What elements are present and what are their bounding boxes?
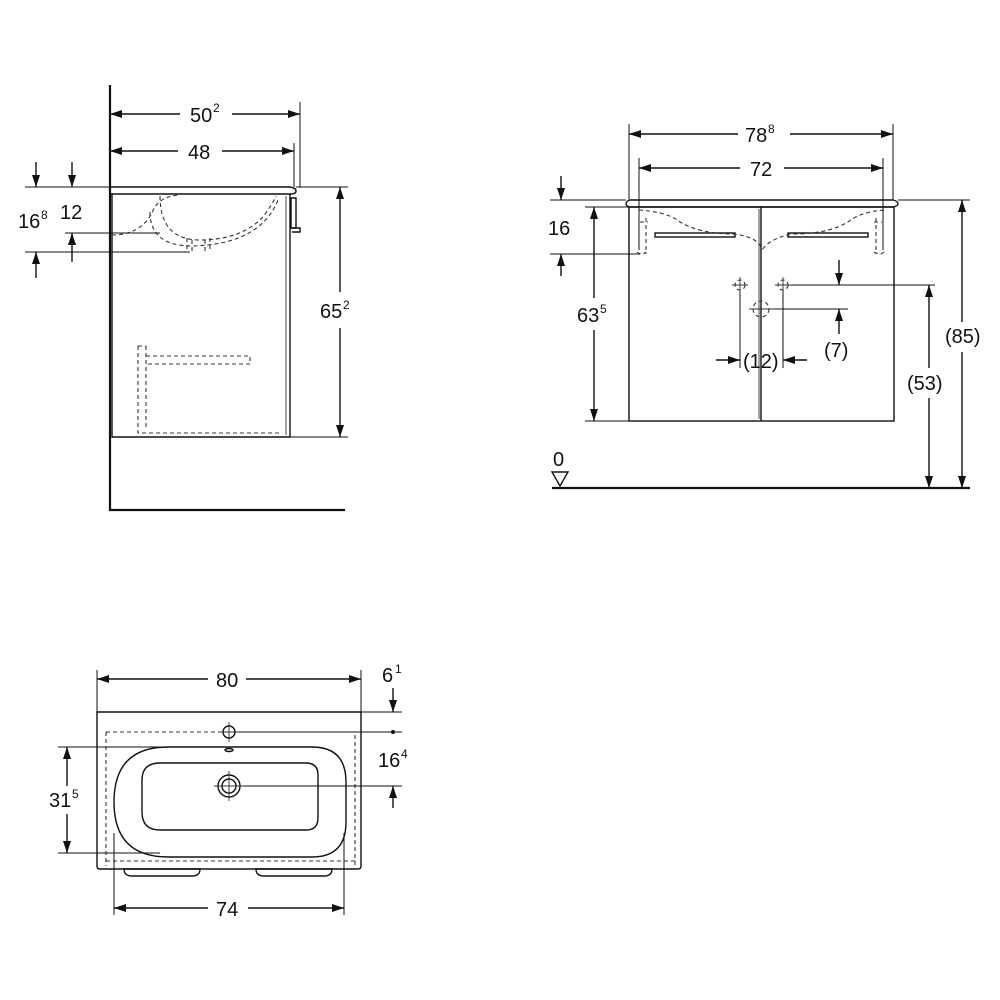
dim-front-height-sup: 5 <box>600 302 607 316</box>
dim-front-width-total-sup: 8 <box>768 122 775 136</box>
dim-side-height-sup: 2 <box>343 298 350 312</box>
floor-level-marker <box>550 471 570 488</box>
front-worktop <box>625 199 899 208</box>
front-handle-right <box>787 232 869 238</box>
dim-side-depth-a-sup: 8 <box>41 208 48 222</box>
side-worktop <box>110 186 297 195</box>
dim-top-tap-offset: 6 <box>382 665 393 687</box>
dim-side-depth-a: 16 <box>18 211 40 233</box>
dim-front-top-offset: 16 <box>548 218 570 240</box>
dim-front-drain-offset: (7) <box>824 340 848 362</box>
side-view: 50 2 48 16 8 12 65 2 <box>18 85 350 512</box>
top-handle-left <box>123 868 201 877</box>
top-basin-inner <box>141 762 319 831</box>
dim-top-drain-offset: 16 <box>378 750 400 772</box>
dim-front-width-inner: 72 <box>750 159 772 181</box>
wall-outline <box>108 85 345 512</box>
dim-top-basin-depth: 31 <box>49 790 71 812</box>
floor-level-label: 0 <box>553 449 564 471</box>
front-view: 0 78 8 72 <box>548 122 981 490</box>
dim-side-width-top-sup: 2 <box>213 101 220 115</box>
dim-top-tap-offset-sup: 1 <box>395 662 402 676</box>
dim-top-basin-depth-sup: 5 <box>72 787 79 801</box>
front-handle-left <box>654 232 736 238</box>
side-cabinet <box>111 194 291 438</box>
dim-side-depth-b: 12 <box>60 202 82 224</box>
top-handle-right <box>255 868 333 877</box>
side-drawer <box>137 345 282 434</box>
dim-side-width-inner: 48 <box>188 142 210 164</box>
dim-front-drain-spacing: (12) <box>743 351 779 373</box>
dim-top-inner-width: 74 <box>216 899 238 921</box>
top-basin <box>113 746 347 858</box>
side-handle <box>290 197 297 229</box>
dim-side-width-top: 50 <box>190 105 212 127</box>
dim-side-height: 65 <box>320 301 342 323</box>
dim-front-drain-height: (53) <box>907 373 943 395</box>
dim-top-drain-offset-sup: 4 <box>401 747 408 761</box>
dim-front-width-total: 78 <box>745 125 767 147</box>
top-outline <box>96 711 362 870</box>
dim-front-total-height: (85) <box>945 326 981 348</box>
dim-front-height: 63 <box>577 305 599 327</box>
top-view: 80 6 1 16 4 31 5 74 <box>49 662 408 921</box>
dim-top-width: 80 <box>216 670 238 692</box>
top-overflow <box>224 747 234 753</box>
